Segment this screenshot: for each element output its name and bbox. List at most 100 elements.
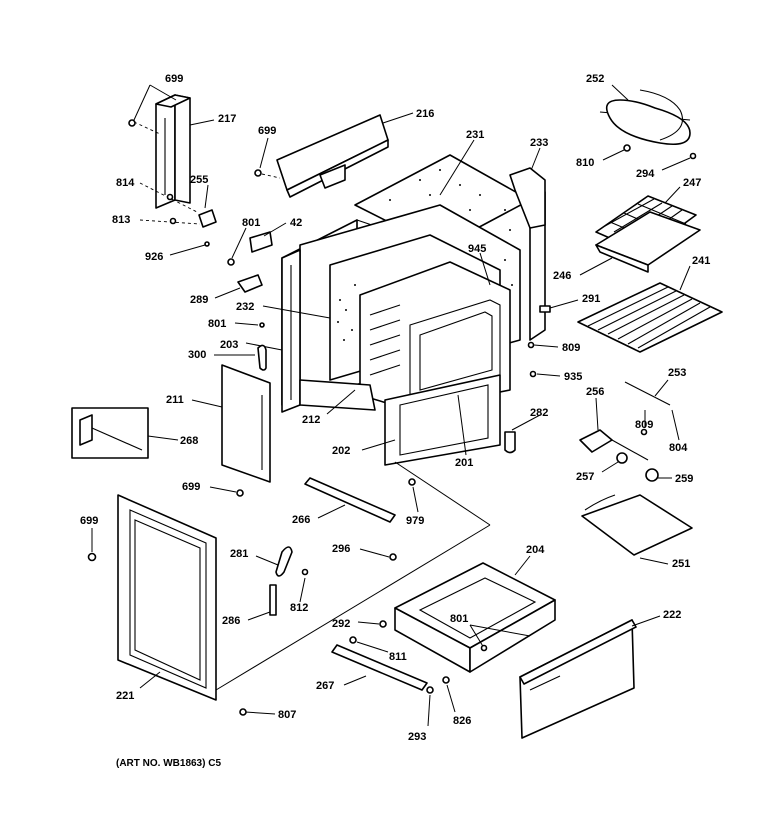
callout-246: 246: [553, 270, 571, 282]
leader-801-c: [469, 624, 531, 637]
leader-201: [457, 394, 467, 456]
leader-979: [412, 486, 419, 513]
callout-809-b: 809: [635, 419, 653, 431]
screw-810: [623, 144, 631, 152]
callout-211: 211: [166, 394, 184, 406]
screw-809-b: [640, 428, 648, 436]
part-289-bracket: [237, 274, 263, 293]
callout-203: 203: [220, 339, 238, 351]
screw-801-c: [480, 644, 488, 652]
part-281-hinge: [275, 546, 293, 577]
leader-294: [661, 157, 691, 171]
leader-296: [359, 548, 390, 558]
leader-699-a: [133, 84, 151, 121]
callout-807: 807: [278, 709, 296, 721]
callout-267: 267: [316, 680, 334, 692]
leader-699-a2: [149, 84, 177, 101]
leader-810: [602, 149, 625, 161]
leader-232: [262, 305, 331, 319]
callout-222: 222: [663, 609, 681, 621]
part-252-loop: [639, 89, 684, 141]
screw-979: [408, 478, 416, 486]
leader-811: [356, 641, 389, 653]
callout-300: 300: [188, 349, 206, 361]
screw-812: [301, 568, 309, 576]
part-291-sensor: [539, 305, 551, 313]
leader-253: [654, 379, 669, 397]
callout-699-c: 699: [182, 481, 200, 493]
part-222-kick-panel: [519, 619, 635, 739]
callout-801-a: 801: [242, 217, 260, 229]
leader-221: [139, 671, 161, 689]
part-233-bracket: [509, 167, 546, 229]
callout-282: 282: [530, 407, 548, 419]
callout-293: 293: [408, 731, 426, 743]
callout-252: 252: [586, 73, 604, 85]
dash-699-b: [261, 173, 281, 179]
leader-257: [601, 461, 619, 473]
leader-251: [639, 557, 669, 565]
callout-286: 286: [222, 615, 240, 627]
screw-935: [529, 370, 537, 378]
art-number-caption: (ART NO. WB1863) C5: [116, 758, 221, 769]
part-251-tab: [584, 494, 616, 511]
part-268-rod: [91, 427, 143, 451]
screw-296: [389, 553, 397, 561]
callout-801-c: 801: [450, 613, 468, 625]
leader-267: [343, 675, 367, 686]
callout-812: 812: [290, 602, 308, 614]
callout-255: 255: [190, 174, 208, 186]
callout-814: 814: [116, 177, 135, 189]
leader-246: [579, 257, 613, 276]
leader-801-c2: [469, 624, 485, 649]
leader-282: [511, 414, 541, 431]
screw-926: [204, 241, 210, 247]
part-204-storage-drawer: [394, 562, 556, 673]
callout-266: 266: [292, 514, 310, 526]
callout-221: 221: [116, 690, 134, 702]
part-212-bottom-rail: [299, 379, 376, 411]
part-203-side-frame: [281, 249, 301, 413]
part-42-plate: [249, 231, 273, 253]
part-222-slot: [529, 675, 561, 691]
screw-807: [239, 708, 247, 716]
part-251-shield: [581, 494, 693, 556]
leader-935: [536, 373, 561, 377]
callout-256: 256: [586, 386, 604, 398]
screw-699-d: [87, 552, 97, 562]
part-266-rail: [304, 477, 396, 523]
callout-212: 212: [302, 414, 320, 426]
callout-42: 42: [290, 217, 302, 229]
callout-202: 202: [332, 445, 350, 457]
part-282-knob: [504, 431, 516, 454]
dash-699-a: [133, 121, 161, 135]
leader-231: [439, 139, 475, 196]
insulation-speckle: [337, 169, 513, 341]
callout-292: 292: [332, 618, 350, 630]
callout-813: 813: [112, 214, 130, 226]
callout-294: 294: [636, 168, 655, 180]
part-221-oven-door: [117, 494, 217, 701]
leader-292: [357, 621, 380, 625]
callout-291: 291: [582, 293, 600, 305]
callout-216: 216: [416, 108, 434, 120]
callout-289: 289: [190, 294, 208, 306]
callout-801-b: 801: [208, 318, 226, 330]
callout-926: 926: [145, 251, 163, 263]
leader-216: [382, 112, 414, 124]
callout-labels: 699 217 699 216 231 233 252 810 294 814 …: [80, 73, 710, 743]
screw-801-b: [259, 322, 265, 328]
callout-699-d: 699: [80, 515, 98, 527]
part-216-top-panel: [276, 114, 389, 198]
callout-979: 979: [406, 515, 424, 527]
callout-296: 296: [332, 543, 350, 555]
leader-222: [631, 615, 661, 627]
leader-241: [679, 265, 691, 291]
callout-241: 241: [692, 255, 710, 267]
part-255-switch: [198, 209, 217, 228]
screw-811: [349, 636, 357, 644]
part-246-pan-side: [595, 244, 649, 273]
leader-809-a: [533, 344, 559, 348]
guide-line-979: [394, 461, 491, 526]
